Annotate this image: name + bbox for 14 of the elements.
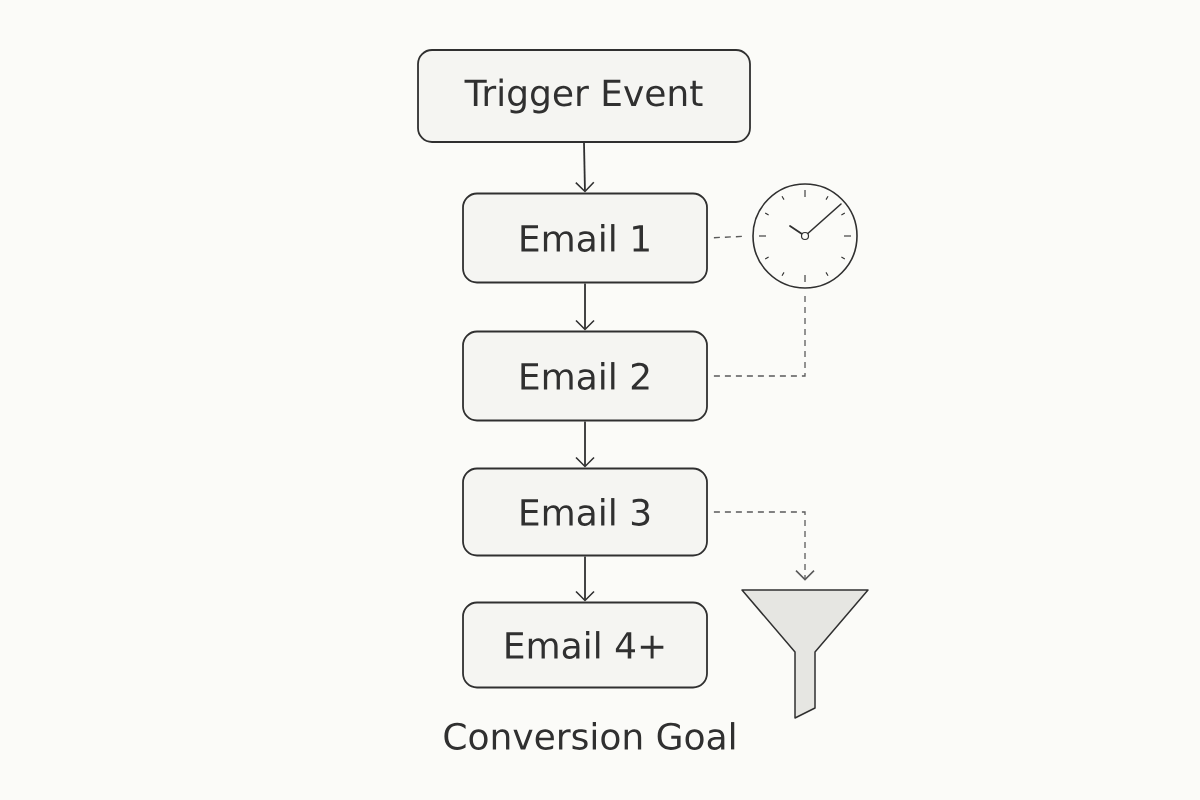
arrow — [575, 555, 595, 602]
funnel-icon — [741, 589, 869, 719]
arrow — [713, 511, 815, 581]
arrow — [575, 142, 595, 193]
process-box: Trigger Event — [417, 49, 751, 143]
arrow — [575, 420, 595, 468]
arrow — [575, 282, 595, 331]
process-box: Email 2 — [462, 330, 708, 422]
clock-icon — [752, 183, 858, 289]
connector-line — [713, 295, 806, 377]
process-box: Email 1 — [462, 192, 708, 284]
goal-label: Conversion Goal — [444, 722, 735, 750]
process-box: Email 3 — [462, 467, 708, 557]
process-box: Email 4+ — [462, 601, 708, 689]
